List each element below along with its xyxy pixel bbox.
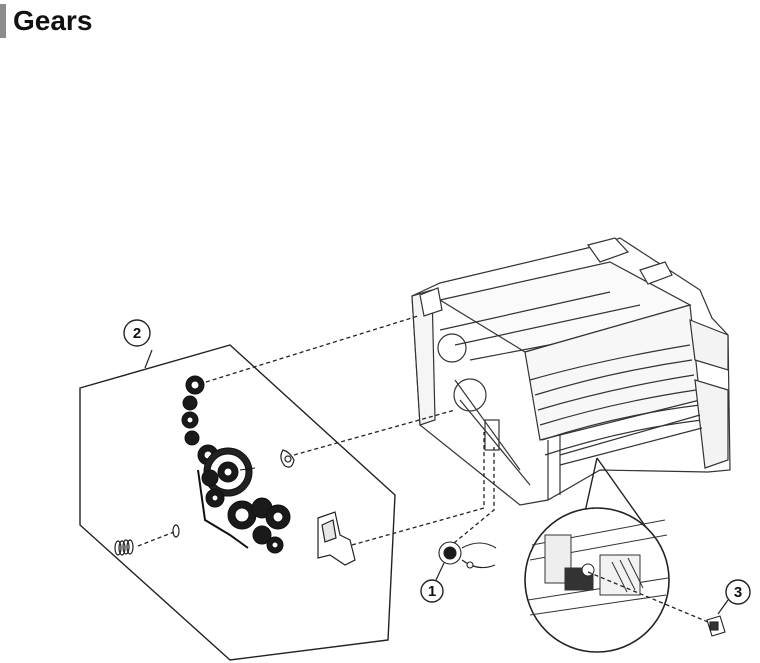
sensor-actuator (706, 615, 726, 637)
zoom-detail (524, 457, 670, 653)
callout-1: 1 (420, 579, 444, 603)
retaining-clip (280, 449, 295, 468)
page-title: Gears (13, 5, 93, 36)
svg-text:2: 2 (133, 325, 141, 342)
header-accent-bar (0, 4, 6, 38)
callout-3: 3 (725, 579, 751, 605)
gear-kit-outline (79, 344, 396, 661)
svg-text:3: 3 (734, 584, 742, 601)
gear-bracket (317, 511, 356, 566)
svg-text:1: 1 (428, 583, 436, 600)
gear-train (181, 375, 291, 554)
callout-2: 2 (123, 319, 151, 347)
leader-lines (137, 315, 709, 623)
spring-washer (114, 524, 180, 556)
gear-assembly-small (438, 541, 497, 569)
callout-lines (435, 562, 729, 615)
page-header: Gears (0, 2, 92, 40)
printer-frame (411, 237, 731, 506)
